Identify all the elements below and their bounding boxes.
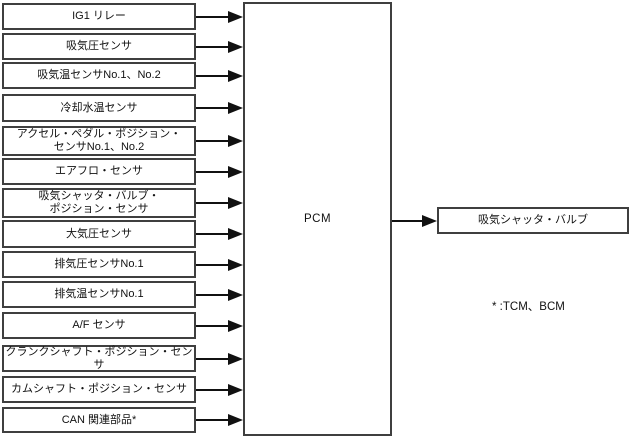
input-label: カムシャフト・ポジション・センサ (11, 383, 187, 395)
output-box-intake-shutter-valve: 吸気シャッタ・バルブ (437, 207, 629, 234)
input-box-camshaft-position-sensor: カムシャフト・ポジション・センサ (2, 376, 243, 403)
input-label: アクセル・ペダル・ポジション・ センサNo.1、No.2 (16, 128, 182, 153)
input-box-exhaust-pressure-sensor: 排気圧センサNo.1 (2, 251, 243, 278)
input-box-barometric-pressure-sensor: 大気圧センサ (2, 220, 243, 248)
pcm-box: PCM (243, 2, 392, 436)
input-label: エアフロ・センサ (55, 165, 143, 177)
input-label: 冷却水温センサ (60, 101, 138, 114)
arrow-right-icon (196, 40, 243, 53)
input-box-intake-shutter-valve-position-sensor: 吸気シャッタ・バルブ・ ポジション・センサ (2, 188, 243, 218)
input-box-exhaust-temp-sensor: 排気温センサNo.1 (2, 281, 243, 308)
arrow-right-icon (196, 414, 243, 426)
arrow-right-icon (196, 102, 243, 114)
input-box-airflow-sensor: エアフロ・センサ (2, 158, 243, 185)
input-label: 排気圧センサNo.1 (54, 258, 144, 270)
input-label: CAN 関連部品* (61, 413, 137, 426)
arrow-right-icon (196, 258, 243, 271)
arrow-right-icon (196, 197, 243, 209)
arrow-right-icon (196, 352, 243, 365)
input-box-coolant-temp-sensor: 冷却水温センサ (2, 94, 243, 122)
arrow-right-icon (196, 288, 243, 301)
arrow-right-icon (196, 383, 243, 396)
input-label: 吸気シャッタ・バルブ・ ポジション・センサ (38, 190, 160, 215)
input-label: 吸気温センサNo.1、No.2 (37, 69, 161, 81)
input-box-crankshaft-position-sensor: クランクシャフト・ポジション・センサ (2, 345, 243, 372)
input-box-intake-pressure-sensor: 吸気圧センサ (2, 33, 243, 60)
input-label: 吸気圧センサ (66, 40, 132, 52)
input-box-intake-temp-sensor: 吸気温センサNo.1、No.2 (2, 62, 243, 89)
input-label: クランクシャフト・ポジション・センサ (5, 345, 193, 371)
input-label: IG1 リレー (72, 10, 126, 22)
footnote: * :TCM、BCM (492, 301, 565, 313)
arrow-right-icon (196, 10, 243, 23)
arrow-right-icon (196, 228, 243, 240)
input-label: 大気圧センサ (66, 227, 132, 240)
input-box-can-related-parts: CAN 関連部品* (2, 407, 243, 433)
output-label: 吸気シャッタ・バルブ (478, 214, 588, 226)
input-box-af-sensor: A/F センサ (2, 312, 243, 339)
input-label: 排気温センサNo.1 (54, 288, 144, 300)
arrow-right-icon (196, 319, 243, 332)
input-box-ig1-relay: IG1 リレー (2, 3, 243, 30)
arrow-right-icon (196, 135, 243, 147)
arrow-right-icon (196, 165, 243, 178)
arrow-right-icon (196, 69, 243, 82)
pcm-label: PCM (303, 212, 332, 225)
input-label: A/F センサ (72, 319, 126, 331)
arrow-right-icon (392, 215, 437, 227)
input-box-accelerator-pedal-position-sensor: アクセル・ペダル・ポジション・ センサNo.1、No.2 (2, 126, 243, 156)
